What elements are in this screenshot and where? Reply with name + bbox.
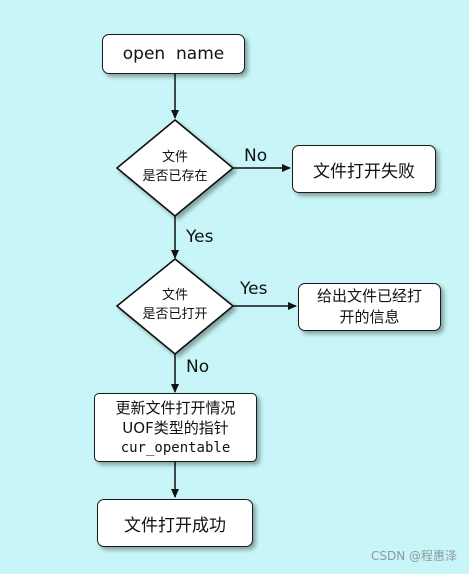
success-node: 文件打开成功 [97,499,253,547]
edge-label-no-1: No [244,146,268,166]
opened-message-node: 给出文件已经打 开的信息 [298,283,441,331]
decision-opened-line-2: 是否已打开 [142,307,208,322]
update-line-2: UOF类型的指针 [122,418,229,437]
update-line-1: 更新文件打开情况 [115,398,236,417]
edge-label-yes-1: Yes [186,227,214,247]
start-node: open name [102,34,245,74]
opened-message-line-1: 给出文件已经打 [316,287,422,305]
decision-opened-line-1: 文件 [161,288,188,303]
edge-label-yes-2: Yes [240,279,268,299]
decision-exists-shape [115,118,235,218]
success-node-label: 文件打开成功 [124,515,226,536]
decision-opened-label: 文件 是否已打开 [120,286,230,324]
update-node: 更新文件打开情况 UOF类型的指针 cur_opentable [94,393,257,462]
fail-node-label: 文件打开失败 [313,161,415,182]
decision-opened-shape [115,257,235,356]
opened-message-line-2: 开的信息 [339,308,400,326]
start-node-label: open name [122,44,225,64]
decision-exists-line-1: 文件 [161,150,188,165]
watermark-text: CSDN @程惠泽 [370,549,457,563]
update-line-3: cur_opentable [120,439,231,456]
decision-exists-line-2: 是否已存在 [142,169,208,184]
fail-node: 文件打开失败 [292,145,436,193]
decision-exists-label: 文件 是否已存在 [120,148,230,186]
edge-label-no-2: No [186,357,210,377]
